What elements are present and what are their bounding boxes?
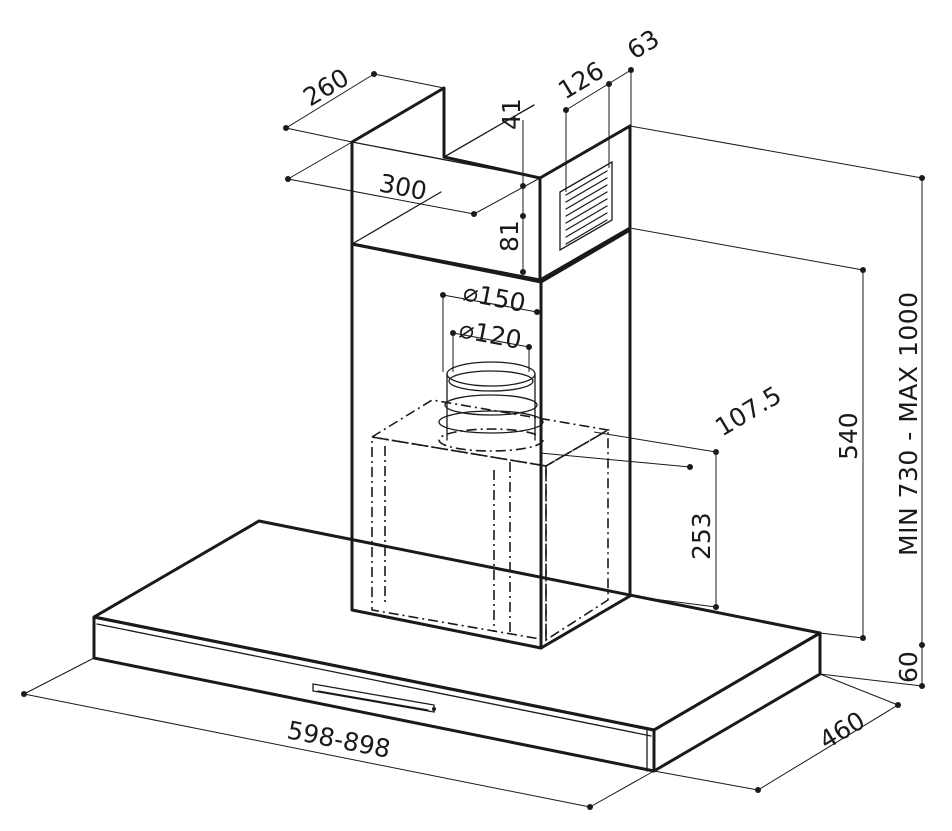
label-chimney-depth: 260	[298, 63, 354, 112]
air-outlet	[438, 361, 544, 452]
label-outlet-inner-diameter: ⌀120	[457, 314, 524, 354]
label-total-height-range: MIN 730 - MAX 1000	[894, 291, 923, 556]
dimension-lines	[21, 67, 925, 810]
label-canopy-depth: 460	[814, 706, 870, 755]
label-vent-width: 126	[553, 56, 609, 105]
label-lower-chimney-height: 540	[834, 412, 863, 460]
lower-chimney	[350, 191, 632, 650]
motor-housing-hidden	[369, 399, 611, 642]
vent-grille	[559, 160, 613, 252]
label-vent-offset: 63	[622, 24, 664, 65]
control-panel	[312, 683, 435, 713]
label-top-gap: 41	[497, 98, 526, 130]
label-outlet-outer-diameter: ⌀150	[461, 277, 528, 317]
label-vent-height: 81	[495, 220, 524, 252]
label-canopy-thickness: 60	[894, 651, 923, 683]
label-motor-offset: 107.5	[710, 380, 786, 442]
dimension-labels: 260 300 41 81 126 63 ⌀150 ⌀120 107.5 253…	[285, 24, 923, 764]
label-motor-height: 253	[687, 512, 716, 560]
label-chimney-width: 300	[377, 168, 429, 206]
